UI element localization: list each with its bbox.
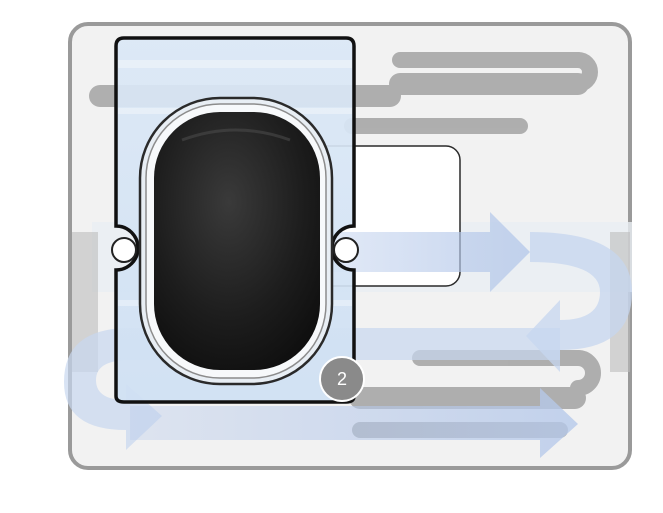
step-badge: 2	[319, 356, 365, 402]
right-mount-hole	[333, 237, 359, 263]
left-mount-hole	[111, 237, 137, 263]
arrow-right-upper	[300, 212, 530, 292]
rounded-device	[154, 112, 320, 370]
device-highlight	[181, 128, 291, 142]
arrow-right-lower	[130, 388, 578, 458]
step-badge-label: 2	[337, 369, 347, 389]
